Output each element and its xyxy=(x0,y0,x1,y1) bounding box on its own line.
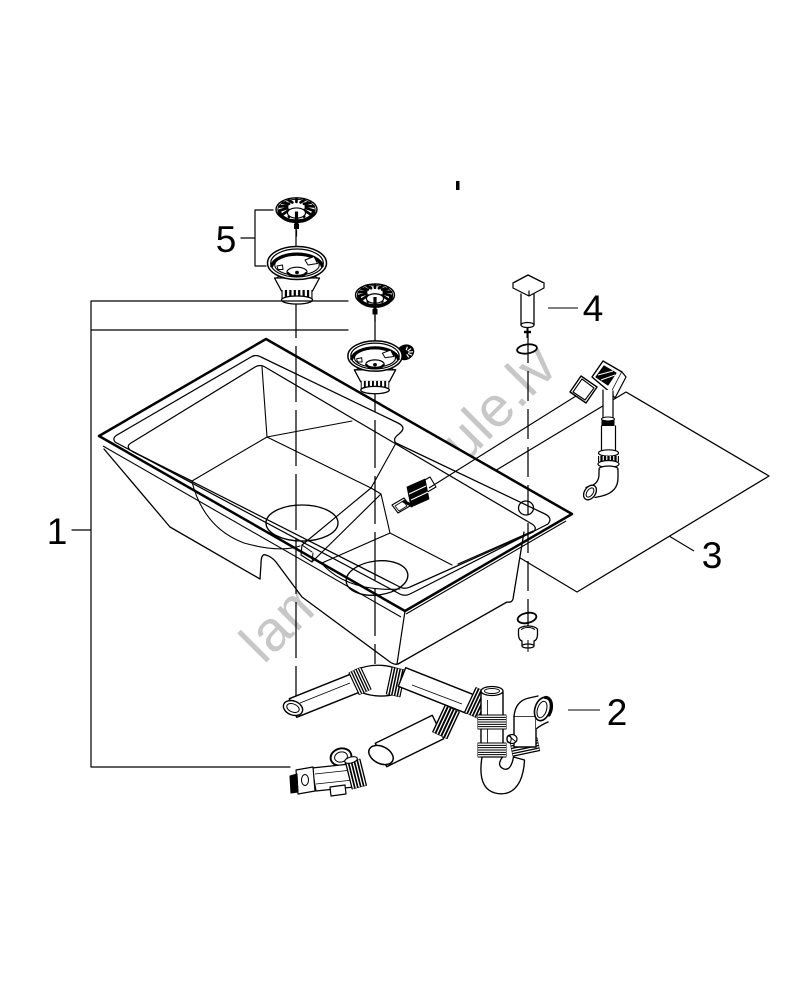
svg-text:4: 4 xyxy=(583,288,604,329)
svg-text:5: 5 xyxy=(216,219,237,260)
svg-text:3: 3 xyxy=(702,535,723,576)
svg-text:1: 1 xyxy=(47,511,68,552)
svg-text:2: 2 xyxy=(607,692,628,733)
